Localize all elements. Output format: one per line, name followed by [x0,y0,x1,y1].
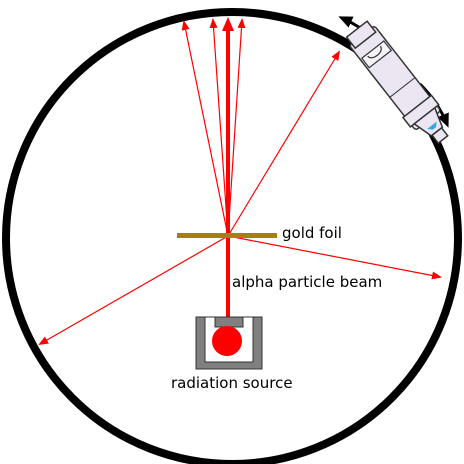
ray-4 [227,50,341,237]
gold-foil [177,233,277,238]
source-housing [195,316,263,370]
ray-2 [209,18,229,237]
gold-foil-label: gold foil [282,224,342,242]
beam-arrowhead [222,17,234,31]
chamber-circle [2,8,462,464]
radiation-source [195,316,263,370]
radiation-source-label: radiation source [171,374,293,392]
alpha-beam-label: alpha particle beam [232,273,382,291]
ray-1 [181,20,229,237]
source-core [212,326,242,356]
scattered-rays [38,18,442,345]
ray-3 [227,18,246,237]
ray-5 [227,235,442,280]
microscope-icon [345,20,449,145]
ray-6 [38,235,229,345]
